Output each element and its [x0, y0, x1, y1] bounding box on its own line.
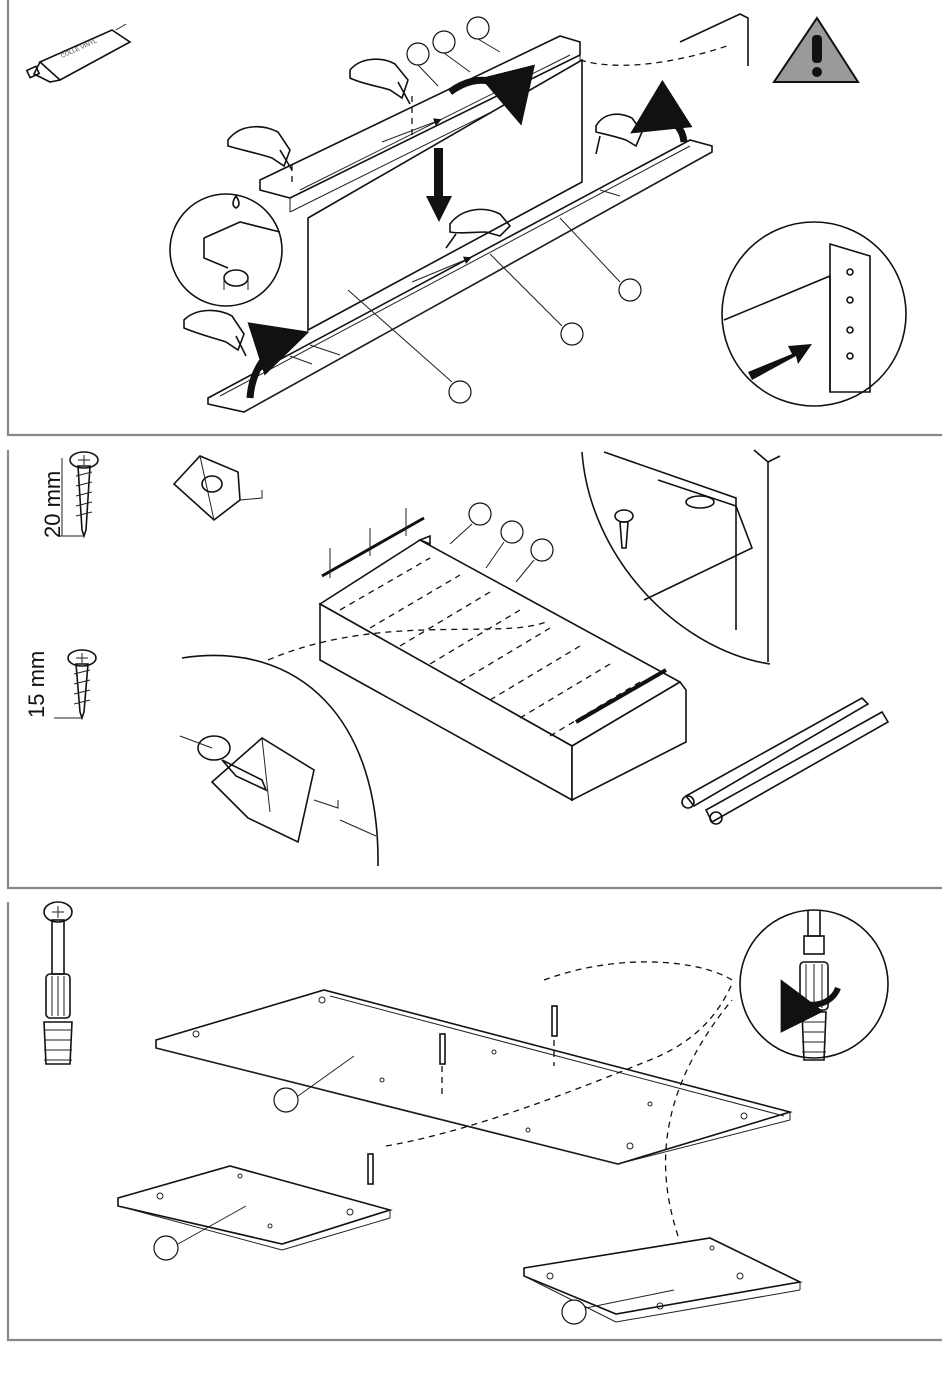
- warning-icon: [774, 18, 858, 82]
- part-callout: [562, 1300, 586, 1324]
- step-panel-3: [8, 902, 942, 1340]
- cam-bolt-small-icon: [368, 1154, 373, 1184]
- part-callout: [531, 539, 553, 561]
- part-leader: [516, 560, 534, 582]
- screw-15mm-icon: [54, 650, 96, 718]
- part-leader: [490, 254, 562, 326]
- part-leader: [486, 542, 504, 568]
- screw-20mm-label: 20 mm: [40, 471, 65, 538]
- part-callout: [154, 1236, 178, 1260]
- top-panel-board: [156, 990, 790, 1164]
- part-leader: [560, 218, 620, 282]
- edge-profile-detail: [680, 14, 748, 66]
- detail-leader-line: [580, 45, 730, 65]
- runner-screw-detail-callout: [582, 450, 780, 664]
- step-panel-1: COLLE VINYL: [8, 0, 942, 435]
- side-panel-left: [118, 1166, 390, 1250]
- cam-bolt-icon: [44, 902, 72, 1064]
- rotate-arrow-right-icon: [642, 119, 684, 142]
- part-callout: [407, 43, 429, 65]
- hand-glue-icon: [184, 310, 246, 356]
- hole-detail-callout: [722, 222, 906, 406]
- hand-glue-icon: [228, 127, 292, 170]
- part-callout: [433, 31, 455, 53]
- part-callout: [467, 17, 489, 39]
- part-callout: [274, 1088, 298, 1112]
- drawer-runner-icon: [682, 698, 888, 824]
- part-callout: [449, 381, 471, 403]
- screw-15mm-label: 15 mm: [24, 651, 49, 718]
- part-leader: [478, 39, 500, 52]
- hand-glue-icon: [596, 114, 642, 154]
- part-callout: [561, 323, 583, 345]
- part-leader: [444, 53, 470, 72]
- part-callout: [469, 503, 491, 525]
- corner-block-detail-callout: [180, 655, 378, 866]
- part-callout: [501, 521, 523, 543]
- corner-block-icon: [174, 456, 262, 520]
- part-leader: [418, 65, 438, 86]
- hand-glue-icon: [350, 59, 410, 104]
- part-callout: [619, 279, 641, 301]
- glue-tube-icon: COLLE VINYL: [27, 24, 130, 82]
- detail-leader-line: [544, 962, 732, 980]
- step-panel-2: 20 mm 15 mm: [8, 450, 942, 888]
- dowel-detail-callout: [170, 194, 282, 306]
- screwdriver-detail-callout: [740, 910, 888, 1060]
- glue-tube-label: COLLE VINYL: [60, 38, 98, 59]
- part-leader: [450, 524, 472, 544]
